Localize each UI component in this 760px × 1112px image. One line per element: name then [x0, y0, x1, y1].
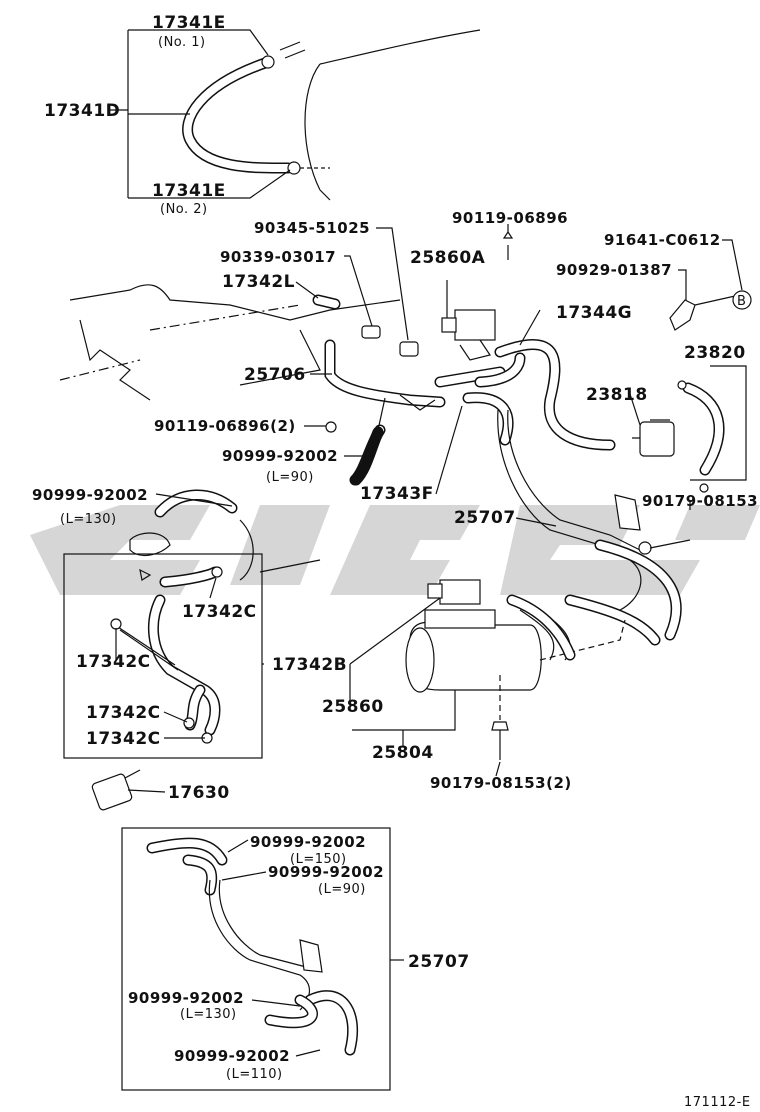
label-17342L: 17342L: [222, 272, 295, 292]
box-25707-detail: [121, 827, 404, 1091]
vsv-25860A: [441, 230, 514, 361]
label-17341D: 17341D: [44, 101, 120, 121]
label-90119-06896: 90119-06896: [452, 209, 568, 227]
label-90179-08153: 90179-08153: [642, 492, 758, 510]
label-25860A: 25860A: [410, 248, 486, 268]
label-90999-92002-L150: 90999-92002: [250, 833, 366, 851]
label-17343F: 17343F: [360, 484, 434, 504]
label-circle-B: B: [737, 294, 746, 309]
label-17341E-no2: 17341E: [152, 181, 226, 201]
label-23820: 23820: [684, 343, 746, 363]
label-90339-03017: 90339-03017: [220, 248, 336, 266]
label-L90b: (L=90): [318, 882, 366, 897]
label-25707-bottom: 25707: [408, 952, 470, 972]
label-25860: 25860: [322, 697, 384, 717]
label-90345-51025: 90345-51025: [254, 219, 370, 237]
label-L130: (L=130): [60, 512, 117, 527]
label-91641-C0612: 91641-C0612: [604, 231, 721, 249]
label-90179-08153-2: 90179-08153(2): [430, 774, 572, 792]
label-17342C-d: 17342C: [86, 729, 161, 749]
label-17630: 17630: [168, 783, 230, 803]
clamp-91641: [669, 290, 752, 331]
filter-23818: [632, 419, 675, 457]
hose-17341D: [182, 41, 330, 175]
label-L110: (L=110): [226, 1067, 283, 1082]
label-90999-92002-L90b: 90999-92002: [268, 863, 384, 881]
label-17344G: 17344G: [556, 303, 632, 323]
box-17342B: [63, 553, 321, 759]
label-17342C-c: 17342C: [86, 703, 161, 723]
hose-90999-L90-top: [350, 426, 384, 486]
figure-code: 171112-E: [684, 1095, 751, 1110]
engine-outline-top: [304, 29, 481, 201]
hose-25706: [324, 339, 446, 486]
label-90929-01387: 90929-01387: [556, 261, 672, 279]
vsv-25860: [427, 579, 576, 661]
label-90999-92002-L130b: 90999-92002: [128, 989, 244, 1007]
label-17342C-a: 17342C: [182, 602, 257, 622]
hose-90999-L130-top: [129, 489, 254, 581]
hose-17344G: [434, 339, 616, 451]
bolt-90179-2: [491, 721, 509, 760]
label-L90: (L=90): [266, 470, 314, 485]
label-no1: (No. 1): [158, 35, 206, 50]
switch-17630: [91, 769, 166, 811]
label-23818: 23818: [586, 385, 648, 405]
canister-25804: [405, 599, 626, 720]
label-no2: (No. 2): [160, 202, 208, 217]
label-17341E-no1: 17341E: [152, 13, 226, 33]
label-L150: (L=150): [290, 852, 347, 867]
label-25706: 25706: [244, 365, 306, 385]
label-17342C-b: 17342C: [76, 652, 151, 672]
label-90999-92002-L90: 90999-92002: [222, 447, 338, 465]
hose-23820: [677, 365, 747, 510]
pipe-25707-main: [497, 409, 682, 646]
label-90119-06896-2: 90119-06896(2): [154, 417, 296, 435]
part-90339: [361, 325, 381, 339]
label-L130b: (L=130): [180, 1007, 237, 1022]
label-25707-top: 25707: [454, 508, 516, 528]
watermark-logo: [30, 505, 760, 595]
label-90999-92002-L110: 90999-92002: [174, 1047, 290, 1065]
engine-outline-mid: [59, 284, 401, 401]
label-17342B: 17342B: [272, 655, 347, 675]
part-90345: [399, 341, 419, 357]
label-25804: 25804: [372, 743, 434, 763]
label-90999-92002-L130: 90999-92002: [32, 486, 148, 504]
leader-lines: [115, 224, 743, 1057]
